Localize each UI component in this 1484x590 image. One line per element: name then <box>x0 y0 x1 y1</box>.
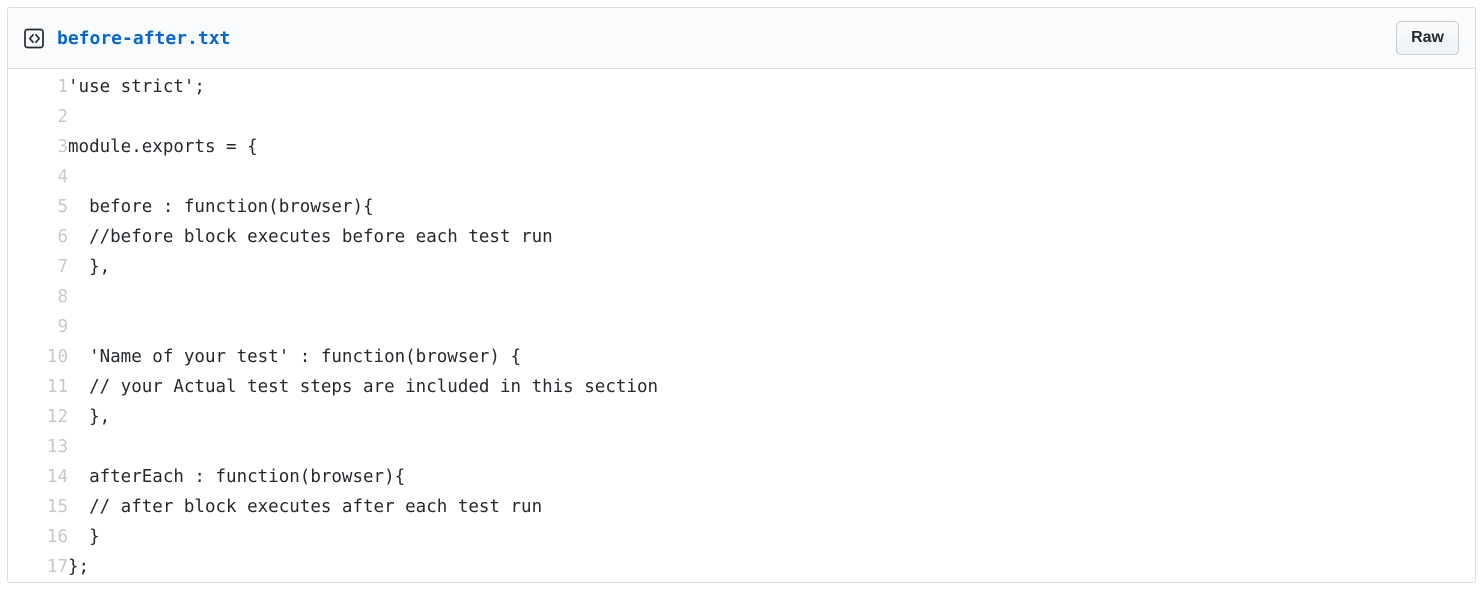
code-line: 6 //before block executes before each te… <box>8 222 1475 252</box>
code-line-text <box>68 432 1475 462</box>
code-line-text <box>68 312 1475 342</box>
code-line: 8 <box>8 282 1475 312</box>
code-line: 13 <box>8 432 1475 462</box>
line-number[interactable]: 15 <box>46 497 68 517</box>
code-line: 12 }, <box>8 402 1475 432</box>
file-code-icon <box>24 28 45 49</box>
code-line: 5 before : function(browser){ <box>8 192 1475 222</box>
code-line-text <box>68 282 1475 312</box>
code-line: 1'use strict'; <box>8 72 1475 102</box>
line-number[interactable]: 11 <box>46 377 68 397</box>
line-number[interactable]: 1 <box>57 77 68 97</box>
code-line-text <box>68 162 1475 192</box>
code-line-text: }, <box>68 257 111 277</box>
line-number[interactable]: 13 <box>46 437 68 457</box>
code-line-text: afterEach : function(browser){ <box>68 467 406 487</box>
code-line-text: before : function(browser){ <box>68 197 374 217</box>
line-number[interactable]: 17 <box>46 557 68 577</box>
file-name-link[interactable]: before-after.txt <box>57 27 231 49</box>
line-number[interactable]: 7 <box>57 257 68 277</box>
code-line: 15 // after block executes after each te… <box>8 492 1475 522</box>
code-line-text: // your Actual test steps are included i… <box>68 377 659 397</box>
line-number[interactable]: 14 <box>46 467 68 487</box>
code-line-text: } <box>68 527 100 547</box>
line-number[interactable]: 3 <box>57 137 68 157</box>
code-line: 14 afterEach : function(browser){ <box>8 462 1475 492</box>
code-line-text: // after block executes after each test … <box>68 497 543 517</box>
line-number[interactable]: 4 <box>57 167 68 187</box>
code-line: 17}; <box>8 552 1475 582</box>
code-line: 10 'Name of your test' : function(browse… <box>8 342 1475 372</box>
code-line-text: 'use strict'; <box>68 77 205 97</box>
line-number[interactable]: 5 <box>57 197 68 217</box>
code-line: 11 // your Actual test steps are include… <box>8 372 1475 402</box>
code-line-text: //before block executes before each test… <box>68 227 553 247</box>
line-number[interactable]: 12 <box>46 407 68 427</box>
code-line-text: 'Name of your test' : function(browser) … <box>68 347 522 367</box>
code-line-text <box>68 102 1475 132</box>
raw-button[interactable]: Raw <box>1396 21 1459 55</box>
line-number[interactable]: 10 <box>46 347 68 367</box>
line-number[interactable]: 16 <box>46 527 68 547</box>
line-number[interactable]: 6 <box>57 227 68 247</box>
code-line: 9 <box>8 312 1475 342</box>
line-number[interactable]: 9 <box>57 317 68 337</box>
line-number[interactable]: 2 <box>57 107 68 127</box>
code-line: 4 <box>8 162 1475 192</box>
code-line: 16 } <box>8 522 1475 552</box>
code-line: 7 }, <box>8 252 1475 282</box>
code-line: 2 <box>8 102 1475 132</box>
code-line-text: module.exports = { <box>68 137 258 157</box>
code-line-text: }; <box>68 557 90 577</box>
file-title: before-after.txt <box>24 28 230 49</box>
code-line-text: }, <box>68 407 111 427</box>
file-header: before-after.txt Raw <box>8 8 1475 69</box>
line-number[interactable]: 8 <box>57 287 68 307</box>
